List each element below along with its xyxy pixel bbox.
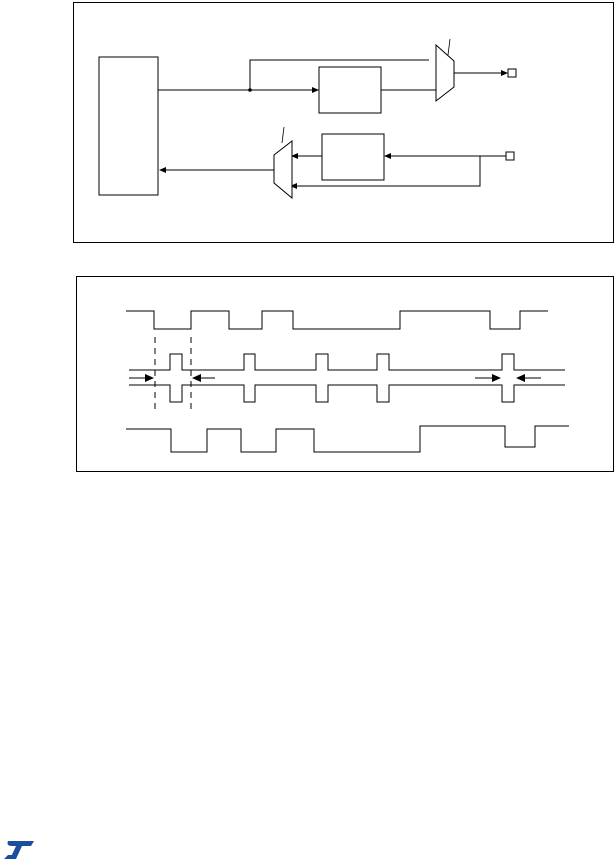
waveform-2-upper [129, 353, 565, 371]
arrow-to-decoder [384, 153, 391, 159]
arrowhead-left-in [145, 374, 154, 382]
timing-diagram-svg [126, 310, 569, 453]
tx-mux-select [447, 38, 451, 56]
block-diagram-svg [98, 38, 517, 200]
rx-bypass-line [296, 156, 481, 187]
decoder-block [321, 133, 385, 181]
timing-diagram-figure [76, 276, 614, 472]
arrowhead-left-in-2 [492, 374, 501, 382]
arrowhead-right-in [192, 374, 201, 382]
controller-block [98, 56, 159, 196]
waveform-2-lower [129, 384, 565, 403]
arrow-to-tx-pin [501, 70, 508, 76]
bypass-top-line [249, 59, 429, 90]
block-diagram-figure [73, 2, 614, 243]
arrow-to-controller [159, 167, 166, 173]
arrow-bypass-to-mux [290, 183, 297, 189]
arrowhead-right-in-2 [516, 374, 525, 382]
waveform-1 [126, 310, 548, 330]
tx-pin [507, 68, 517, 78]
st-logo-icon [4, 841, 34, 859]
encoder-block [318, 66, 382, 114]
arrow-decoder-to-mux [291, 153, 298, 159]
rx-mux [273, 139, 293, 200]
arrow-to-encoder [312, 87, 319, 93]
tx-mux [435, 43, 455, 103]
rx-pin [505, 151, 515, 161]
waveform-3 [126, 425, 569, 453]
rx-mux-select [281, 126, 285, 144]
